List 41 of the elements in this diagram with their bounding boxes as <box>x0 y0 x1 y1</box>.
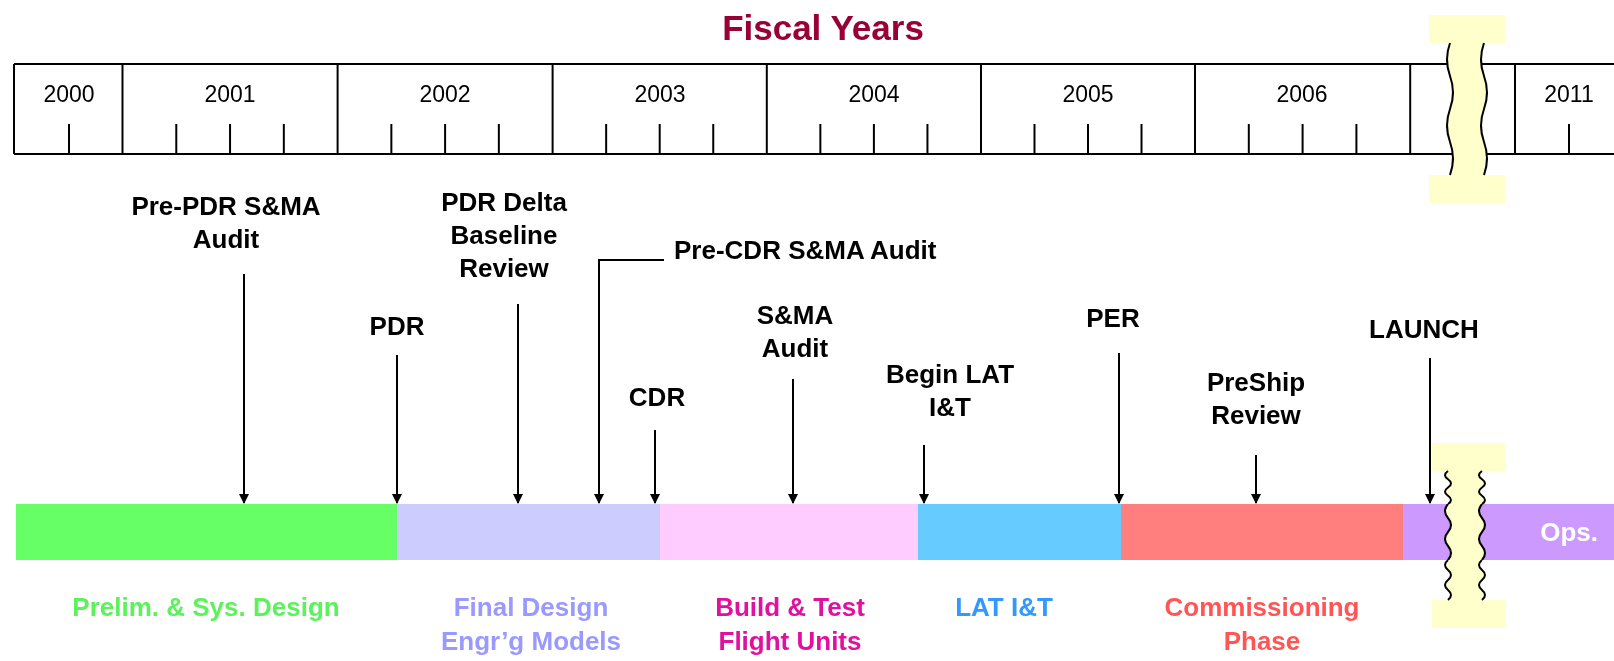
milestone-label: S&MA Audit <box>735 299 855 365</box>
phase-bar <box>1403 504 1614 560</box>
phase-label: LAT I&T <box>954 591 1054 624</box>
arrow <box>1114 352 1124 504</box>
milestone-label: PER <box>1073 302 1153 335</box>
phase-label: Final Design Engr’g Models <box>439 591 623 658</box>
arrow <box>392 354 402 504</box>
milestone-label: Pre-PDR S&MA Audit <box>96 190 356 256</box>
year-label: 2000 <box>43 80 95 109</box>
phase-bar <box>16 504 397 560</box>
year-label: 2006 <box>1276 80 1328 109</box>
year-label: 2003 <box>634 80 686 109</box>
milestone-label: Begin LAT I&T <box>885 358 1015 424</box>
arrow <box>650 429 660 504</box>
milestone-label: CDR <box>617 381 697 414</box>
phase-bar <box>660 504 918 560</box>
phase-label: Build & Test Flight Units <box>714 591 866 658</box>
arrow <box>513 303 523 504</box>
phase-bar <box>918 504 1121 560</box>
phase-label: Prelim. & Sys. Design <box>71 591 341 624</box>
milestone-label: PreShip Review <box>1181 366 1331 432</box>
phase-label: Commissioning Phase <box>1163 591 1361 658</box>
year-label: 2002 <box>419 80 471 109</box>
arrow <box>1425 357 1435 504</box>
arrow <box>1251 454 1261 504</box>
phase-label: Ops. <box>1540 515 1598 549</box>
year-label: 2001 <box>204 80 256 109</box>
phase-bar <box>397 504 660 560</box>
arrow <box>594 259 665 504</box>
milestone-label: Pre-CDR S&MA Audit <box>674 234 937 267</box>
chart-title: Fiscal Years <box>722 7 924 49</box>
arrow <box>919 444 929 504</box>
arrow <box>788 378 798 504</box>
phase-bar <box>1121 504 1403 560</box>
year-label: 2004 <box>848 80 900 109</box>
milestone-label: PDR <box>347 310 447 343</box>
year-label: 2005 <box>1062 80 1114 109</box>
milestone-label: PDR Delta Baseline Review <box>419 186 589 285</box>
year-label: 2011 <box>1544 80 1594 109</box>
milestone-label: LAUNCH <box>1349 313 1499 346</box>
arrow <box>239 273 249 504</box>
